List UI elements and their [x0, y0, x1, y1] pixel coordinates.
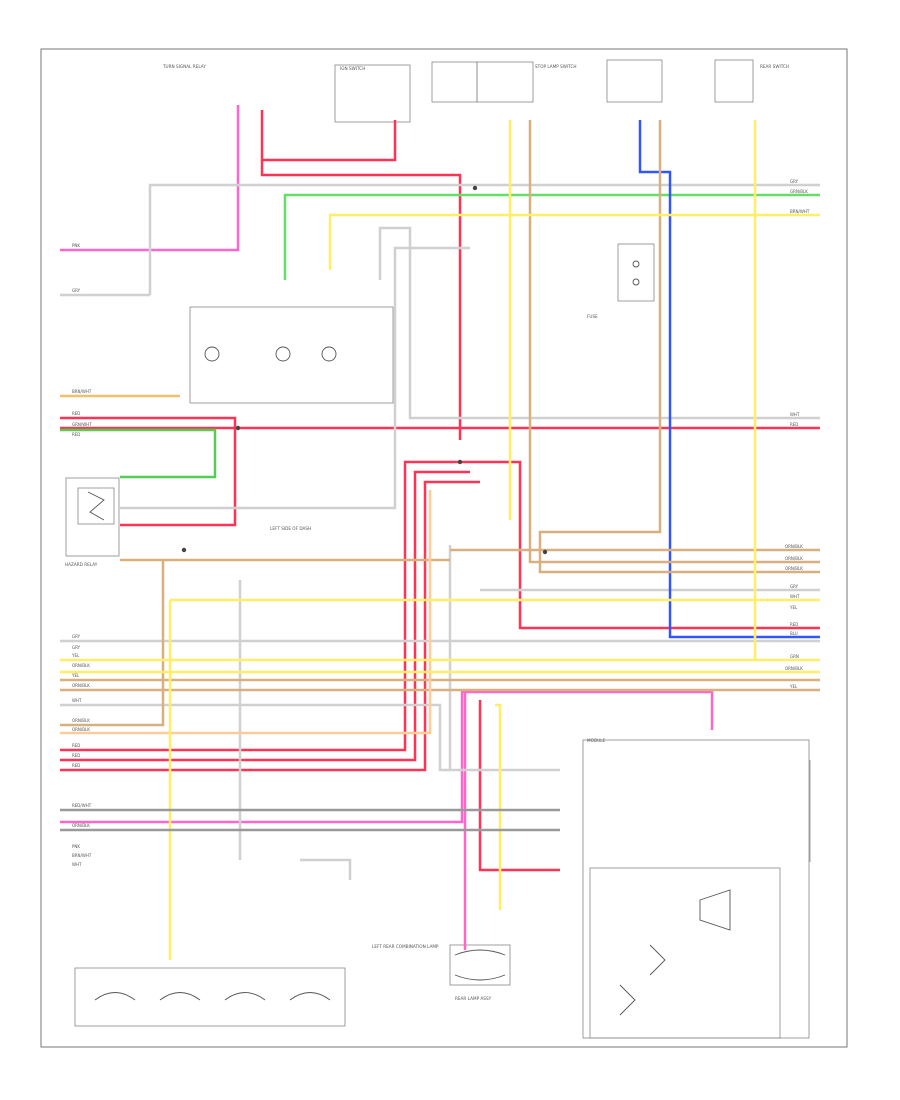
right-wire-label: YEL [789, 684, 798, 689]
right-wire-label: BLU [790, 631, 798, 636]
left-wire-label: YEL [71, 653, 80, 658]
left-wire-label: WHT [72, 698, 82, 703]
rear-lamp-assy-label: REAR LAMP ASSY [455, 996, 492, 1001]
ignition-label: IGN SWITCH [340, 66, 365, 71]
right-wire-label: BRN/WHT [790, 209, 810, 214]
connector-symbols [87, 260, 731, 1016]
diagram-frame [40, 48, 848, 1048]
left-wire-label: ORN/BLK [72, 718, 90, 723]
left-wire-label: GRY [72, 634, 81, 639]
stop-switch-label: STOP LAMP SWITCH [535, 64, 577, 69]
left-wire-label: GRY [72, 288, 81, 293]
right-wire-label: ORN/BLK [785, 556, 803, 561]
component-captions: TURN SIGNAL RELAY IGN SWITCH STOP LAMP S… [65, 64, 789, 1001]
left-wire-label: BRN/WHT [72, 853, 92, 858]
turn-relay-label: TURN SIGNAL RELAY [162, 64, 206, 69]
left-wire-label: ORN/BLK [72, 727, 90, 732]
right-wire-labels: GRY GRN/BLK BRN/WHT WHT RED ORN/BLK ORN/… [785, 179, 810, 689]
right-wire-label: GRY [790, 584, 799, 589]
left-wire-label: RED [72, 743, 80, 748]
right-wire-label: YEL [789, 605, 798, 610]
left-wire-label: ORN/BLK [72, 683, 90, 688]
left-wire-label: RED [72, 753, 80, 758]
right-wire-label: WHT [790, 412, 800, 417]
left-wire-label: PNK [72, 844, 80, 849]
right-wire-label: RED [790, 422, 798, 427]
left-wire-label: RED [72, 432, 80, 437]
right-wire-label: ORN/BLK [785, 544, 803, 549]
left-wire-label: YEL [71, 673, 80, 678]
left-wire-label: PNK [72, 243, 80, 248]
left-wire-label: ORN/BLK [72, 663, 90, 668]
fuse-label: FUSE [587, 314, 598, 319]
left-wire-label: RED [72, 763, 80, 768]
rear-switch-label: REAR SWITCH [760, 64, 789, 69]
left-wire-label: WHT [72, 862, 82, 867]
hazard-relay-label: HAZARD RELAY [65, 562, 98, 567]
wires [60, 105, 820, 960]
module-label: MODULE [587, 738, 606, 743]
right-wire-label: RED [790, 622, 798, 627]
left-wire-label: RED/WHT [72, 803, 92, 808]
right-wire-label: GRY [790, 179, 799, 184]
right-wire-label: WHT [790, 594, 800, 599]
right-wire-label: ORN/BLK [785, 566, 803, 571]
left-wire-label: ORN/BLK [72, 823, 90, 828]
left-dash-label: LEFT SIDE OF DASH [270, 526, 311, 531]
left-wire-label: GRY [72, 645, 81, 650]
component-outlines [65, 59, 811, 1039]
splice-dots [181, 185, 548, 555]
left-wire-labels: PNK GRY BRN/WHT RED GRN/WHT RED GRY GRY … [71, 243, 92, 867]
right-wire-label: GRN/BLK [790, 189, 808, 194]
left-wire-label: RED [72, 411, 80, 416]
left-rear-lamp-label: LEFT REAR COMBINATION LAMP [372, 944, 439, 949]
right-wire-label: ORN/BLK [785, 666, 803, 671]
left-wire-label: GRN/WHT [72, 422, 92, 427]
left-wire-label: BRN/WHT [72, 389, 92, 394]
right-wire-label: GRN [790, 654, 799, 659]
